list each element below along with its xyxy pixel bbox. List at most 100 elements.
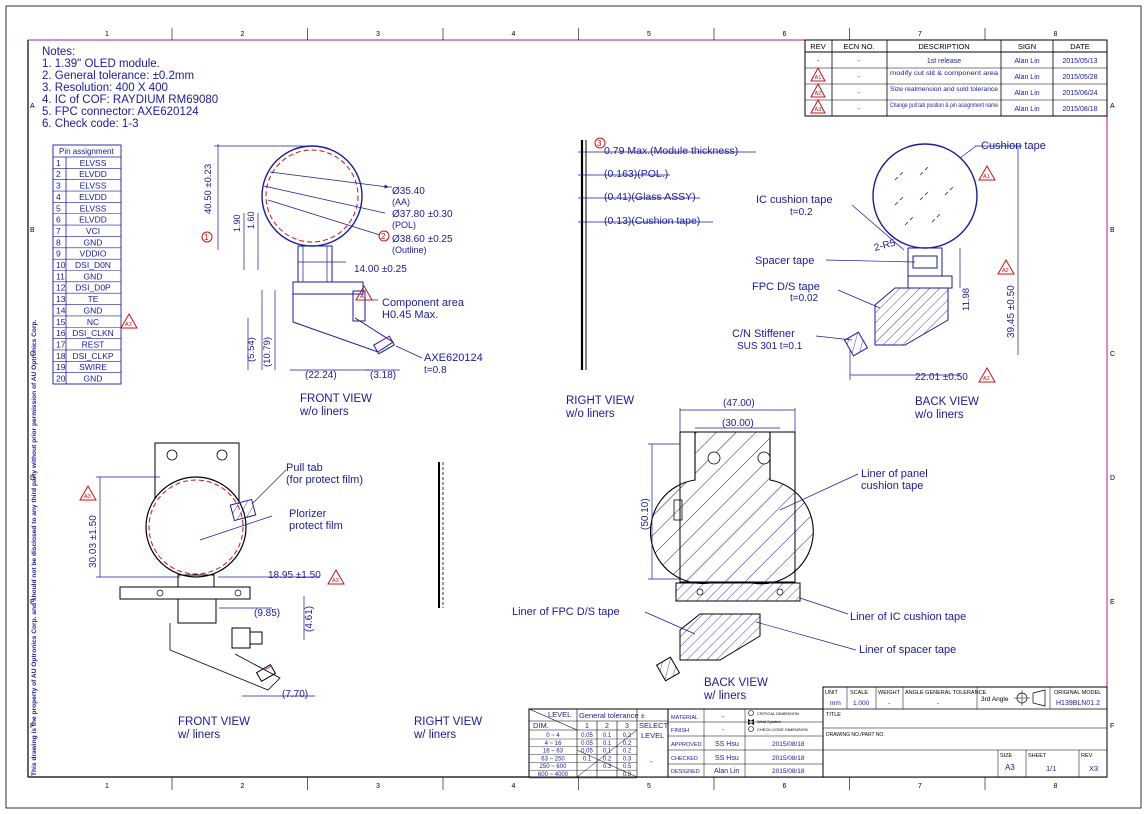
designed-label: DESIGNED (671, 769, 700, 775)
pin-name: VDDIO (80, 249, 107, 259)
component-height-label: H0.45 Max. (382, 309, 438, 321)
pin-number: 16 (56, 328, 66, 338)
pin-number: 3 (56, 181, 61, 191)
dim-pol: Ø37.80 ±0.30 (392, 209, 453, 220)
check-mark-2: 2 (381, 232, 386, 241)
active-area-circle (265, 149, 359, 243)
tol-col-header: 1 (585, 723, 589, 730)
tol-cell: 4 ~ 16 (545, 741, 563, 747)
rev-mark-a2: A2 (983, 376, 990, 382)
pin-number: 14 (56, 305, 66, 315)
tol-cell: 0.2 (603, 756, 612, 762)
zone-col-label: 3 (376, 783, 380, 790)
pin-number: 13 (56, 294, 66, 304)
symbol-weld: Weld Symbol (757, 719, 781, 724)
zone-row-label: E (1110, 599, 1115, 606)
cushion-thickness: (0.13)(Cushion tape) (604, 215, 700, 227)
checked-label: CHECKED (671, 756, 698, 762)
dim-9-85: (9.85) (254, 608, 280, 619)
title-label: TITLE (826, 712, 841, 718)
pin-number: 5 (56, 203, 61, 213)
tol-cell: 0.3 (623, 756, 632, 762)
zone-col-label: 4 (512, 783, 516, 790)
tol-cell: 0.1 (583, 756, 592, 762)
pin-table-title: Pin assignment (59, 147, 114, 156)
pin-number: 2 (56, 169, 61, 179)
view-subtitle: w/ liners (413, 729, 456, 741)
pin-number: 6 (56, 215, 61, 225)
panel-liner-label-2: cushion tape (861, 480, 923, 492)
view-subtitle: w/o liners (299, 406, 349, 418)
tol-cell: 0.05 (581, 733, 593, 739)
tol-cell: 0.1 (603, 741, 612, 747)
rev-mark-a3: A3 (332, 578, 339, 584)
symbol-critical: CRITICAL DIMENSION (757, 711, 799, 716)
connector-label: AXE620124 (424, 352, 483, 364)
pin-name: GND (84, 374, 103, 384)
outer-border (5, 5, 1142, 809)
zone-row-label: F (1110, 723, 1114, 730)
zone-row-label: A (30, 103, 35, 110)
pin-name: VCI (86, 226, 100, 236)
cushion-tape-label: Cushion tape (981, 140, 1046, 152)
pin-number: 20 (56, 374, 66, 384)
rev-mark-a3: A3 (125, 322, 132, 328)
rev-cell: Change pull tab position & pin assignmen… (890, 102, 998, 109)
tol-col-header: 2 (605, 723, 609, 730)
zone-row-label: D (1110, 475, 1115, 482)
pin-name: GND (84, 305, 103, 315)
zone-row-label: B (30, 227, 35, 234)
tol-select: SELECT (639, 721, 669, 730)
note-line: 5. FPC connector: AXE620124 (42, 106, 199, 118)
note-line: 3. Resolution: 400 X 400 (42, 82, 168, 94)
zone-col-label: 7 (918, 31, 922, 38)
tol-cell: 0.8 (623, 772, 632, 778)
view-title: FRONT VIEW (178, 716, 250, 728)
zone-row-label: C (30, 351, 35, 358)
rev-cell: 2015/05/13 (1062, 58, 1097, 65)
glass-thickness: (0.41)(Glass ASSY) (604, 191, 696, 203)
sheet-label: SHEET (1028, 753, 1047, 759)
designed-date: 2015/08/18 (772, 768, 805, 775)
ic-liner-label: Liner of IC cushion tape (850, 611, 966, 623)
stiffener-spec: SUS 301 t=0.1 (737, 341, 803, 352)
dim-22-24: (22.24) (305, 370, 337, 381)
tol-cell: 0.1 (603, 749, 612, 755)
dim-50-10: (50.10) (640, 498, 651, 530)
weight-label: WEIGHT (878, 690, 901, 696)
polarizer-label: Plorizer (289, 508, 327, 520)
pin-number: 1 (56, 158, 61, 168)
pin-name: DSI_CLKN (72, 328, 114, 338)
pin-name: SWIRE (79, 362, 107, 372)
pin-number: 19 (56, 362, 66, 372)
note-line: 4. IC of COF: RAYDIUM RM69080 (42, 94, 218, 106)
rev-cell: - (858, 58, 861, 65)
pin-number: 9 (56, 249, 61, 259)
view-subtitle: w/o liners (565, 408, 615, 420)
zone-col-label: 3 (376, 31, 380, 38)
pin-name: ELVDD (79, 192, 107, 202)
view-title: RIGHT VIEW (566, 395, 634, 407)
dim-30-03: 30.03 ±1.50 (88, 515, 99, 568)
tol-cell: 0.05 (581, 741, 593, 747)
pin-number: 12 (56, 283, 66, 293)
fpc-ds-label: FPC D/S tape (752, 281, 820, 293)
dim-aa-note: (AA) (392, 197, 410, 207)
zone-row-label: C (1110, 351, 1115, 358)
angle-label: ANGLE GENERAL TOLERANCE (905, 690, 987, 696)
pin-name: NC (87, 317, 99, 327)
zone-col-label: 5 (647, 31, 651, 38)
pin-name: ELVDD (79, 169, 107, 179)
view-title: FRONT VIEW (300, 393, 372, 405)
rev-cell: 1st release (927, 58, 961, 65)
ic-cushion-thickness: t=0.2 (790, 207, 813, 218)
radius-label: 2-R5 (873, 238, 897, 254)
tol-cell: 0.05 (581, 749, 593, 755)
view-subtitle: w/ liners (703, 690, 746, 702)
component-area-label: Component area (382, 297, 465, 309)
model-value: H139BLN01.2 (1056, 700, 1100, 707)
dim-pol-note: (POL) (392, 220, 416, 230)
